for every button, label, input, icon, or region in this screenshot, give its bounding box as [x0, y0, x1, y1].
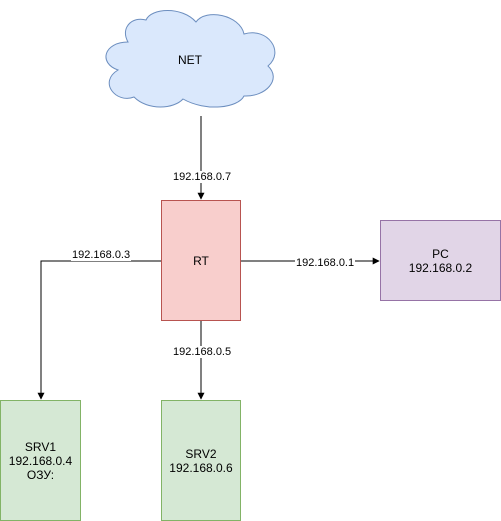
- srv1-ip: 192.168.0.4: [8, 453, 73, 468]
- edge-label-rt-srv2: 192.168.0.5: [172, 346, 233, 358]
- net-cloud-shape[interactable]: [105, 10, 276, 108]
- srv1-node[interactable]: SRV1 192.168.0.4 ОЗУ:: [0, 400, 81, 521]
- srv1-label: SRV1: [24, 439, 57, 454]
- edge-label-rt-srv1: 192.168.0.3: [71, 249, 132, 261]
- pc-node[interactable]: PC 192.168.0.2: [380, 220, 501, 301]
- srv2-node[interactable]: SRV2 192.168.0.6: [161, 400, 241, 521]
- edge-label-net-rt: 192.168.0.7: [172, 171, 233, 183]
- pc-label: PC: [432, 246, 449, 261]
- srv2-label: SRV2: [185, 446, 217, 461]
- router-node[interactable]: RT: [161, 200, 241, 321]
- edge-rt-srv1: [37, 260, 161, 400]
- router-label: RT: [193, 253, 209, 268]
- net-label: NET: [178, 53, 202, 67]
- srv2-ip: 192.168.0.6: [169, 460, 233, 475]
- edge-label-rt-pc: 192.168.0.1: [295, 257, 356, 269]
- srv1-ram: ОЗУ:: [26, 467, 55, 482]
- pc-ip: 192.168.0.2: [408, 260, 473, 275]
